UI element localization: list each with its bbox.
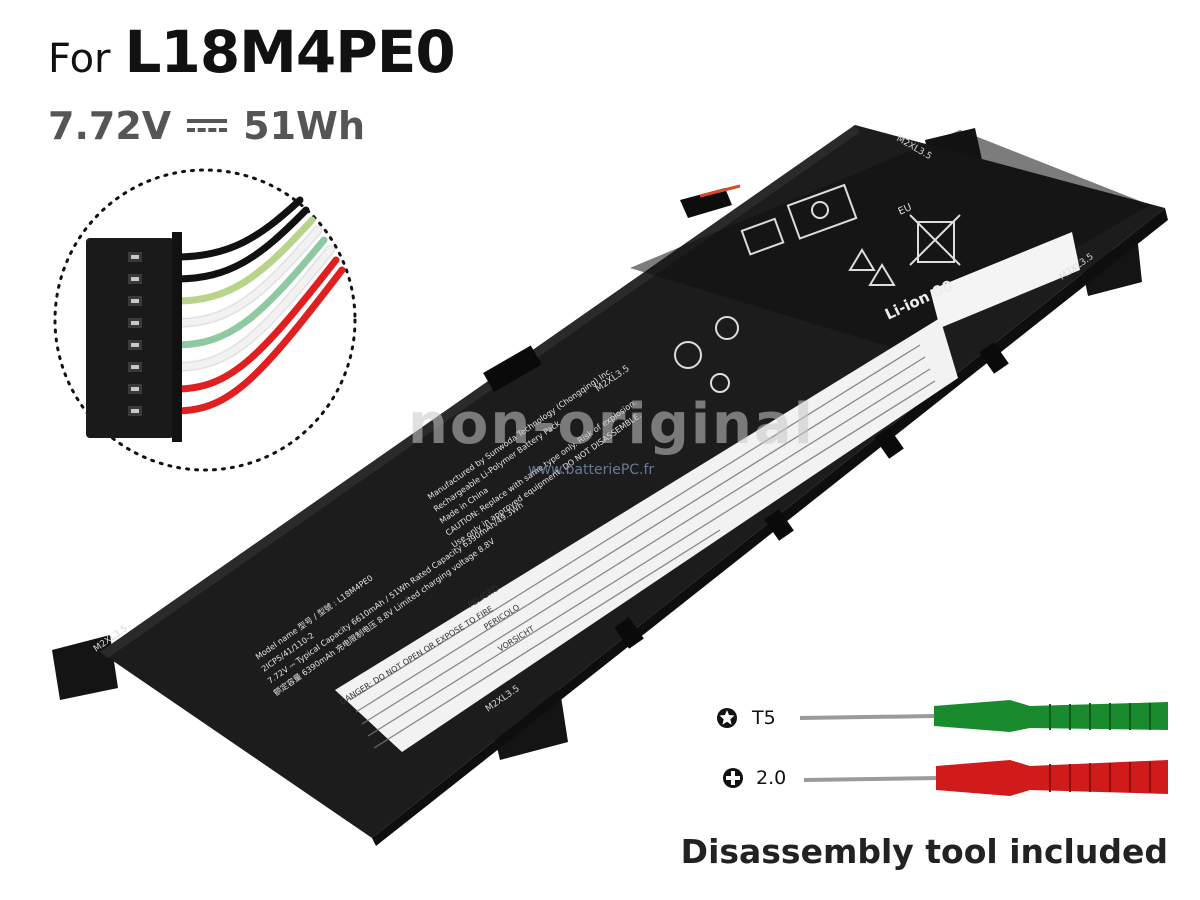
connector-plug: [86, 232, 182, 442]
screwdriver-phillips: [803, 760, 1168, 796]
connector-wire: [172, 216, 316, 305]
connector-wire: [172, 196, 304, 261]
certification-marks: [674, 183, 961, 393]
torx-icon: [717, 708, 737, 728]
spec-line: 7.72V 51Wh: [48, 104, 365, 148]
black-label: [630, 130, 1150, 350]
connector-wire: [172, 266, 346, 415]
phillips-size-label: 2.0: [756, 767, 787, 789]
connector-wire: [172, 256, 340, 393]
battery-connector: [680, 184, 741, 218]
watermark-url: www.batteriePC.fr: [528, 462, 655, 478]
connector-wire: [172, 246, 334, 371]
screwdriver-torx: [799, 700, 1168, 732]
dc-symbol-icon: [187, 113, 228, 139]
voltage-text: 7.72V: [48, 104, 172, 148]
connector-wires: [172, 196, 346, 415]
product-title: For L18M4PE0: [48, 18, 456, 88]
model-number: L18M4PE0: [124, 18, 456, 86]
capacity-text: 51Wh: [243, 104, 366, 148]
phillips-icon: [723, 768, 743, 788]
watermark-text: non-original: [408, 392, 815, 457]
disassembly-tool-caption: Disassembly tool included: [680, 832, 1168, 871]
title-prefix: For: [48, 36, 111, 82]
torx-size-label: T5: [752, 707, 776, 729]
connector-wire: [172, 236, 328, 349]
connector-wire: [172, 206, 310, 283]
eu-label: EU: [897, 202, 914, 218]
connector-wire: [172, 226, 322, 327]
